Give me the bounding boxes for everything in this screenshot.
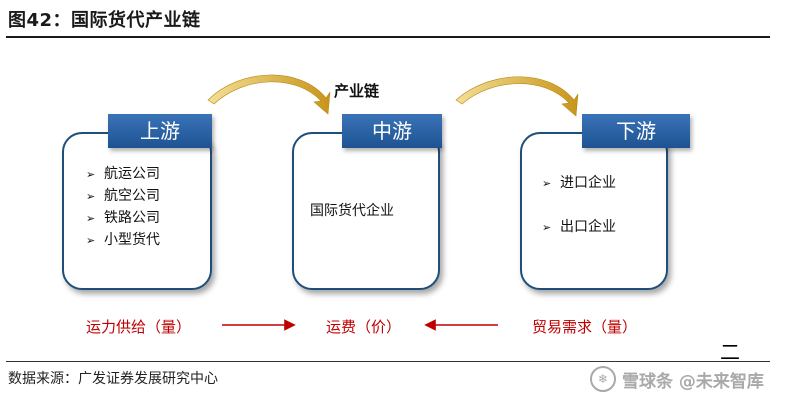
- list-item: ➢ 铁路公司: [86, 207, 160, 229]
- midstream-text: 国际货代企业: [310, 203, 394, 219]
- watermark: ❄ 雪球条 @未来智库: [590, 366, 764, 392]
- list-item: ➢ 航空公司: [86, 185, 160, 207]
- chain-label: 产业链: [334, 82, 380, 100]
- upstream-item-label: 航空公司: [104, 188, 160, 204]
- midstream-header: 中游: [342, 114, 442, 148]
- list-item: ➢ 航运公司: [86, 163, 160, 185]
- flow-label-demand: 贸易需求（量）: [532, 318, 638, 336]
- source-note: 数据来源：广发证券发展研究中心: [8, 371, 218, 387]
- bottom-rule: [6, 361, 770, 362]
- arrow-bullet-icon: ➢: [542, 221, 552, 234]
- watermark-text: 雪球条 @未来智库: [622, 371, 764, 392]
- curve-arrow-midstream-downstream: [455, 76, 579, 117]
- downstream-item-label: 进口企业: [560, 175, 616, 191]
- upstream-header: 上游: [108, 114, 212, 148]
- snowball-logo-icon: ❄: [590, 366, 616, 392]
- arrow-bullet-icon: ➢: [86, 234, 96, 247]
- arrow-bullet-icon: ➢: [86, 212, 96, 225]
- downstream-header: 下游: [582, 114, 690, 148]
- midstream-box: [292, 132, 440, 290]
- downstream-item-label: 出口企业: [560, 219, 616, 235]
- upstream-item-label: 航运公司: [104, 166, 160, 182]
- flow-label-supply: 运力供给（量）: [86, 318, 192, 336]
- list-item: ➢ 出口企业: [542, 216, 616, 238]
- arrow-bullet-icon: ➢: [86, 168, 96, 181]
- curve-arrow-upstream-midstream: [207, 74, 331, 115]
- upstream-list: ➢ 航运公司 ➢ 航空公司 ➢ 铁路公司 ➢ 小型货代: [86, 163, 160, 251]
- upstream-item-label: 铁路公司: [104, 210, 160, 226]
- list-item: ➢ 进口企业: [542, 172, 616, 216]
- corner-mark: 二: [720, 340, 740, 364]
- upstream-item-label: 小型货代: [104, 232, 160, 248]
- top-rule: [6, 36, 770, 38]
- flow-arrow-demand-to-freight: [424, 319, 498, 331]
- upstream-box: [62, 132, 212, 290]
- flow-arrow-supply-to-freight: [222, 319, 296, 331]
- arrow-bullet-icon: ➢: [542, 177, 552, 190]
- figure-title: 图42：国际货代产业链: [8, 10, 201, 31]
- flow-label-freight: 运费（价）: [326, 318, 402, 336]
- list-item: ➢ 小型货代: [86, 229, 160, 251]
- downstream-list: ➢ 进口企业 ➢ 出口企业: [542, 172, 616, 238]
- arrow-bullet-icon: ➢: [86, 190, 96, 203]
